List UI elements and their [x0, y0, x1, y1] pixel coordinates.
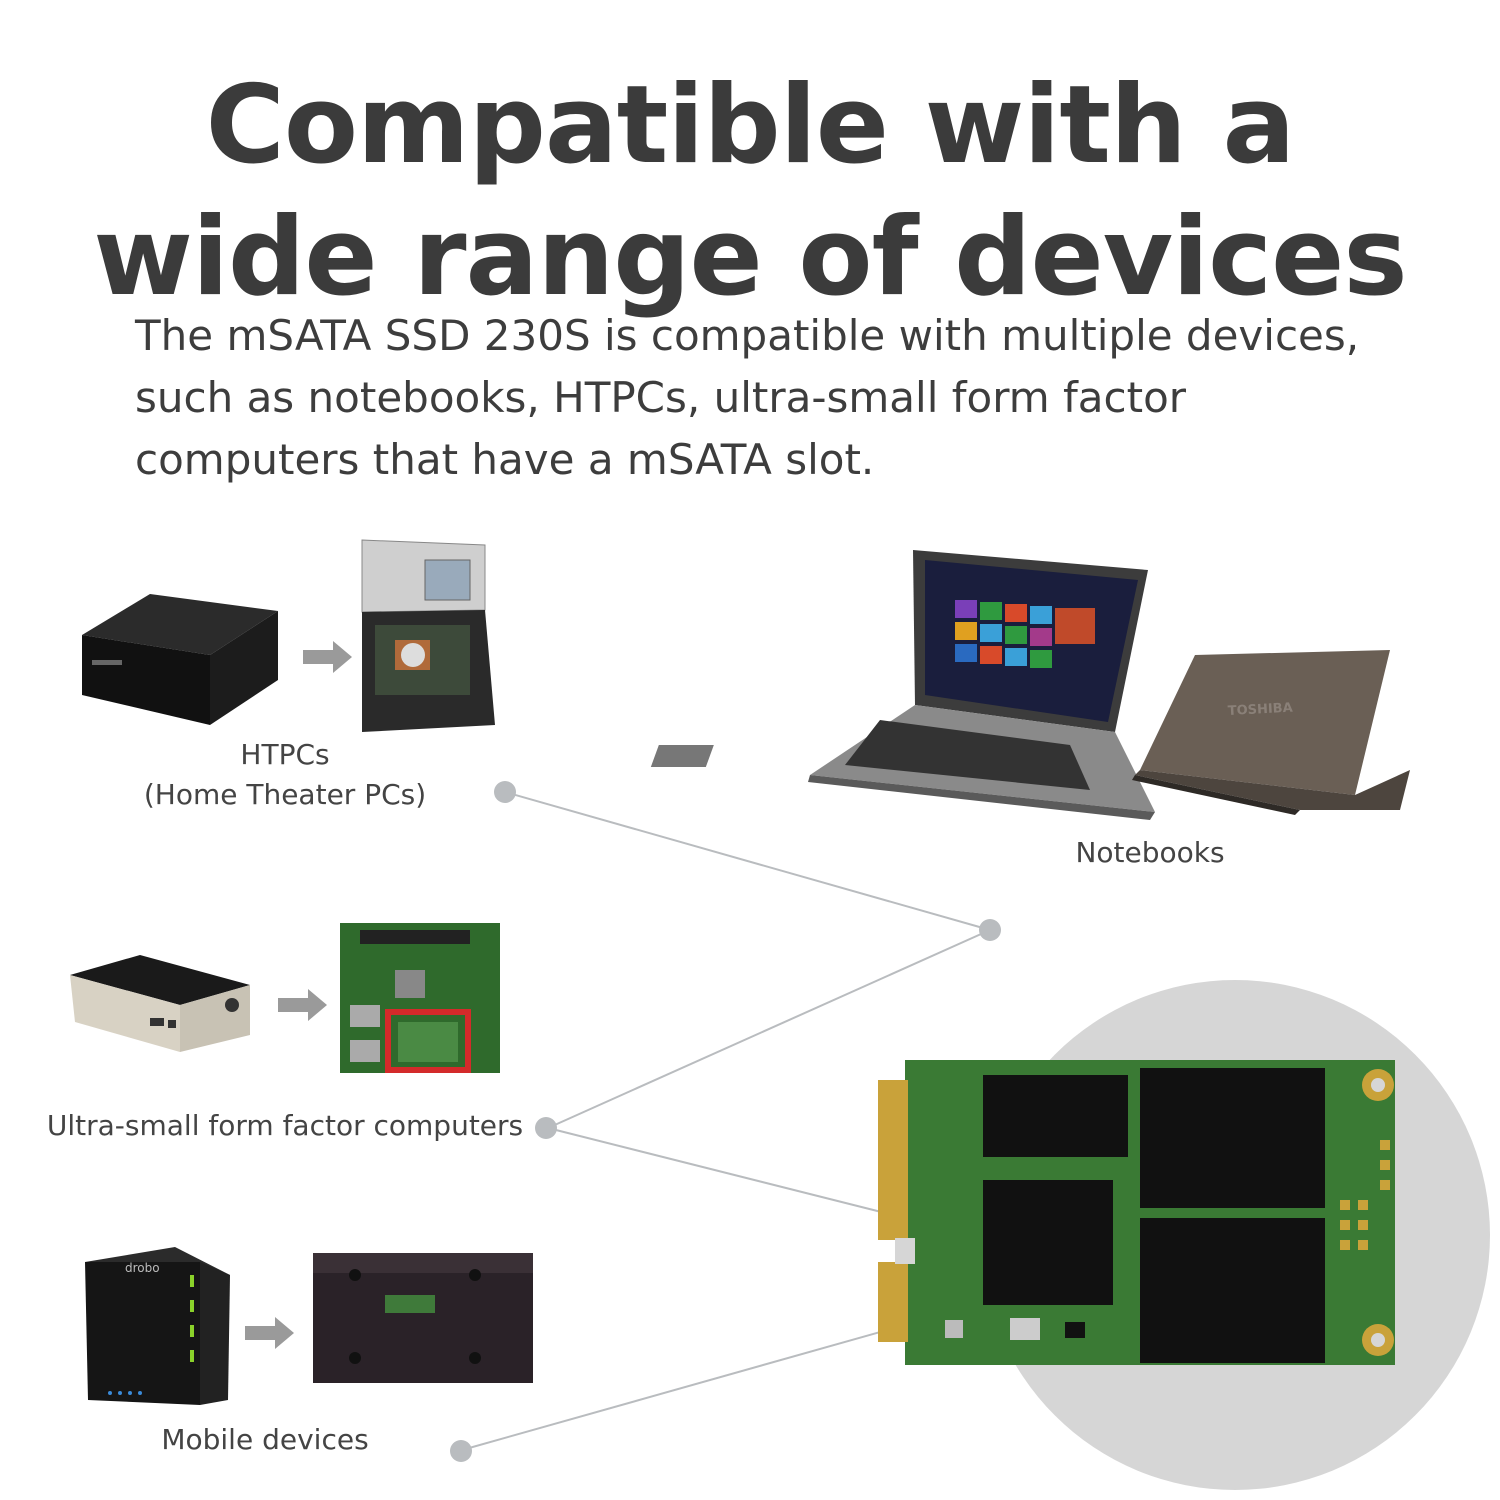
connector-dot-mobile — [450, 1440, 472, 1462]
htpc-open-case-image — [361, 539, 495, 732]
description: The mSATA SSD 230S is compatible with mu… — [135, 305, 1395, 491]
toshiba-laptop-image: TOSHIBA — [1132, 650, 1410, 815]
mobile-arrow-icon — [245, 1317, 294, 1349]
page-title-line-2: wide range of devices — [93, 195, 1407, 320]
htpc-label-line-2: (Home Theater PCs) — [143, 778, 427, 811]
page-title: Compatible with a wide range of devices — [0, 60, 1500, 324]
connector-line-htpc — [504, 791, 991, 931]
nuc-arrow-icon — [278, 989, 327, 1021]
nuc-motherboard-image — [340, 923, 500, 1073]
connector-dot-hub — [979, 919, 1001, 941]
htpc-box-image — [82, 594, 278, 725]
msata-ssd-image — [878, 1060, 1395, 1365]
toshiba-logo: TOSHIBA — [1227, 701, 1293, 719]
description-line-2: such as notebooks, HTPCs, ultra-small fo… — [135, 373, 1187, 422]
ultra-small-label: Ultra-small form factor computers — [46, 1109, 524, 1142]
htpc-label: HTPCs (Home Theater PCs) — [120, 735, 450, 815]
connector-dot-ultra-small — [535, 1117, 557, 1139]
page-title-line-1: Compatible with a — [205, 63, 1296, 188]
connector-dot-htpc — [494, 781, 516, 803]
htpc-arrow-icon — [303, 641, 352, 673]
connector-line-notebooks — [547, 929, 991, 1129]
notebooks-label: Notebooks — [1075, 836, 1225, 869]
htpc-label-line-1: HTPCs — [240, 738, 330, 771]
drobo-open-panel-image — [313, 1253, 533, 1383]
description-line-1: The mSATA SSD 230S is compatible with mu… — [135, 311, 1360, 360]
description-line-3: computers that have a mSATA slot. — [135, 435, 875, 484]
nuc-box-image — [70, 955, 250, 1052]
acer-laptop-image — [650, 550, 1155, 820]
mobile-devices-label: Mobile devices — [161, 1423, 369, 1456]
connector-line-mobile — [461, 1324, 906, 1451]
drobo-logo: drobo — [125, 1261, 160, 1275]
connector-lines — [461, 791, 991, 1451]
drobo-device-image: drobo — [85, 1247, 230, 1405]
connector-line-ultra-small — [547, 1127, 906, 1219]
